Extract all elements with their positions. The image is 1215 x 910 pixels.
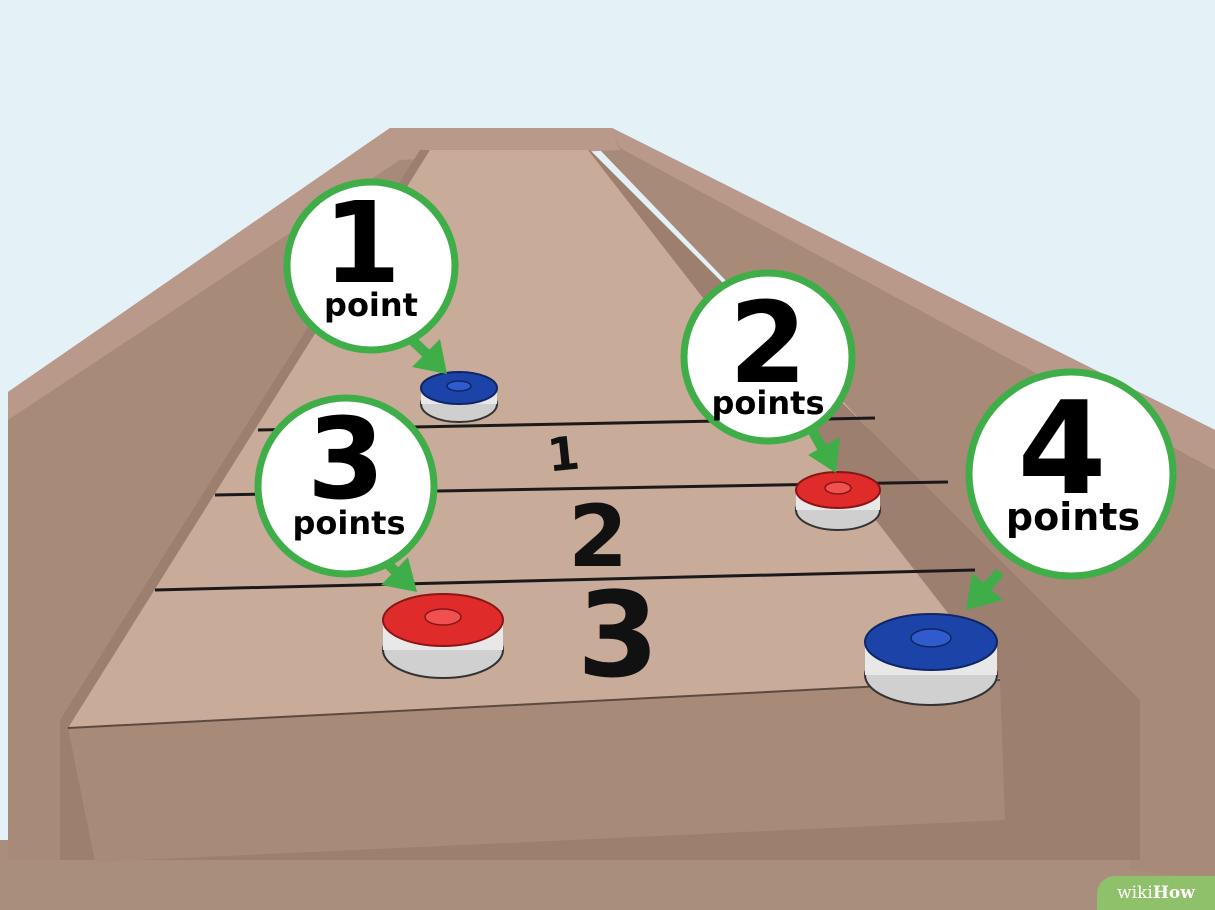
callout-4-unit: points: [1006, 495, 1140, 539]
watermark-part1: wiki: [1117, 883, 1153, 903]
callout-2-points: 2 points: [684, 273, 852, 441]
callout-3-unit: points: [293, 504, 406, 542]
callout-4-points: 4 points: [969, 372, 1173, 576]
blue-puck-4-points: [865, 614, 997, 705]
red-puck-3-points: [383, 594, 503, 678]
callout-3-points: 3 points: [258, 395, 434, 574]
callout-2-unit: points: [712, 384, 825, 422]
zone-number-3: 3: [577, 566, 659, 704]
callout-1-unit: point: [324, 286, 418, 324]
zone-number-1: 1: [545, 426, 582, 483]
red-puck-2-points: [796, 472, 880, 530]
blue-puck-1-point: [421, 372, 497, 422]
watermark-part2: How: [1153, 883, 1195, 903]
callout-1-point: 1 point: [287, 179, 455, 350]
